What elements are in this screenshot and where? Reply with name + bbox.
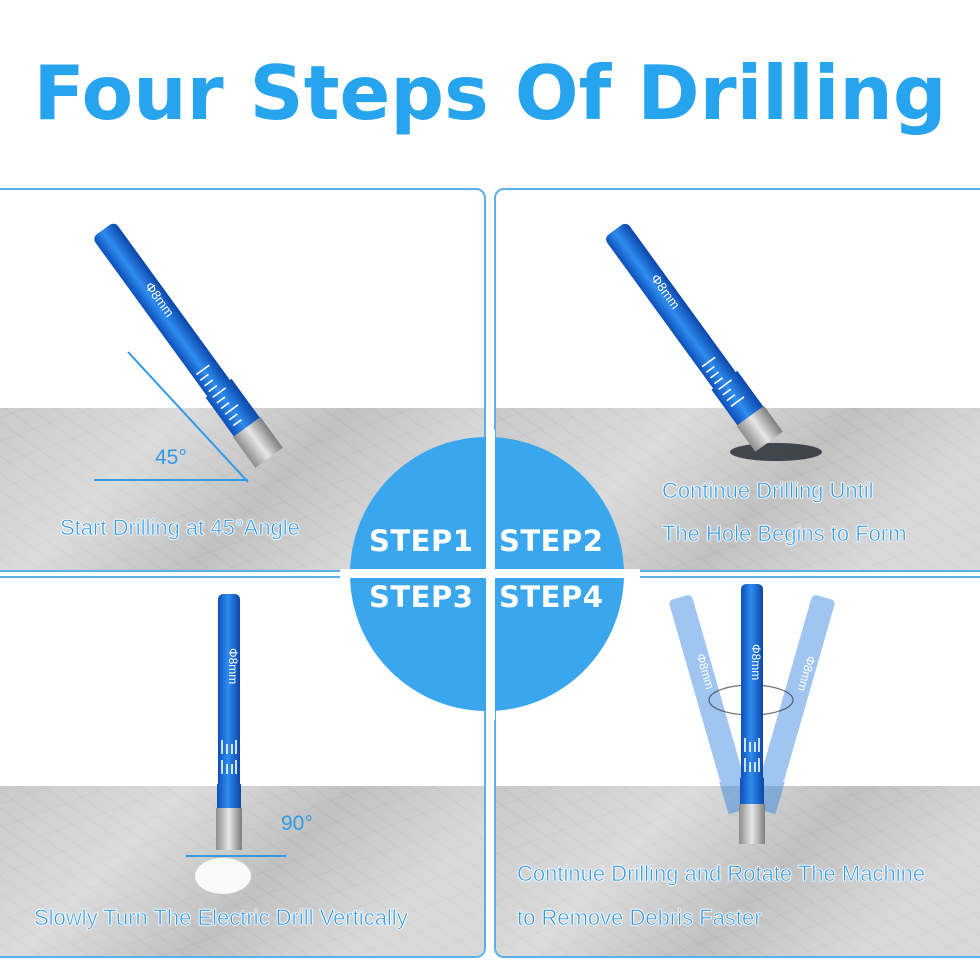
step2-label: STEP2: [499, 524, 604, 558]
angle-label: 90°: [281, 812, 313, 835]
drill-bit-vertical: Φ8mm: [186, 594, 286, 894]
step4-caption-line2: to Remove Debris Faster: [517, 905, 762, 931]
marble-surface: [496, 786, 980, 956]
step2-caption-line2: The Hole Begins to Form: [662, 521, 907, 547]
drill-bits-rotating: Φ8mm Φ8mm Φ8mm: [669, 584, 835, 844]
angle-label: 45°: [155, 446, 187, 469]
step3-panel: Φ8mm 90° Slowly Turn The Electric Drill …: [0, 576, 486, 958]
drill-bit-angled: Φ8mm: [606, 223, 822, 461]
drill-bit-45-degree: Φ8mm: [94, 223, 283, 483]
step3-label: STEP3: [369, 580, 474, 614]
step2-caption-line1: Continue Drilling Until: [662, 478, 874, 504]
step4-label: STEP4: [499, 580, 604, 614]
step1-label: STEP1: [369, 524, 474, 558]
step1-caption: Start Drilling at 45°Angle: [60, 515, 301, 541]
step4-caption-line1: Continue Drilling and Rotate The Machine: [517, 861, 926, 887]
bit-label: Φ8mm: [749, 644, 763, 680]
page-title: Four Steps Of Drilling: [33, 49, 947, 137]
circle-divider-vertical: [486, 430, 495, 720]
step1-panel: Φ8mm 45° Start Drilling at 45°Angle: [0, 188, 486, 572]
bit-label: Φ8mm: [226, 648, 240, 684]
step3-caption: Slowly Turn The Electric Drill Verticall…: [34, 905, 408, 931]
